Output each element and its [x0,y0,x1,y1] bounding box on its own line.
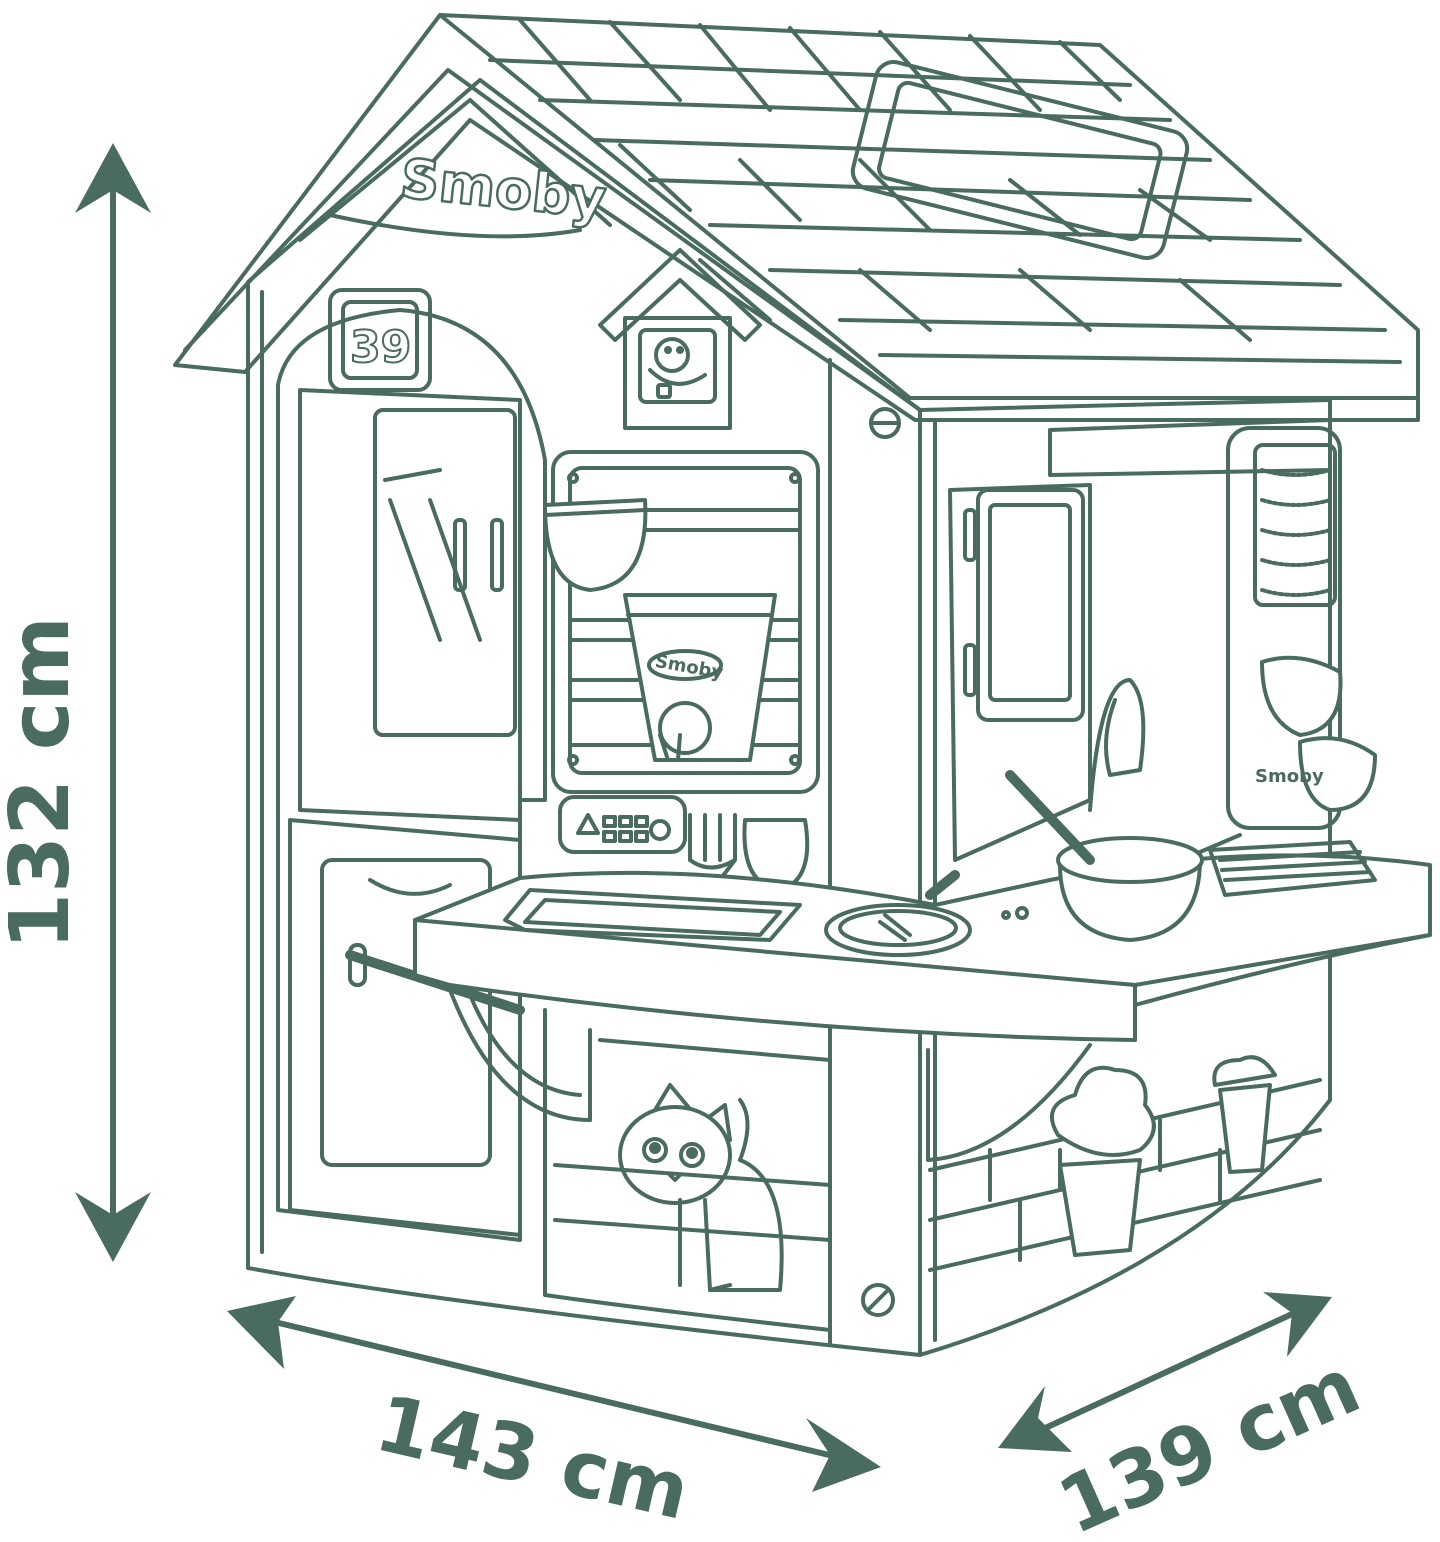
width-label: 143 cm [368,1379,698,1538]
roof-logo: Smoby [398,147,610,231]
house-number: 39 [350,322,411,373]
front-window: Smoby [543,450,820,794]
door [276,308,547,1242]
bird-figure [648,337,707,386]
pot-icon [1005,770,1242,942]
arrow-right-icon [1263,1292,1332,1357]
lower-side-panel [926,1043,1322,1272]
arrow-up-icon [75,143,151,213]
side-logo: Smoby [1255,766,1324,787]
kettle-icon: Smoby [623,593,777,762]
depth-label: 139 cm [1046,1341,1373,1538]
arrow-down-icon [75,1192,151,1262]
arrow-right-icon [806,1418,881,1492]
height-dimension: 132 cm [0,143,151,1262]
screw-icon [861,1283,895,1317]
arrow-left-icon [998,1386,1072,1452]
height-label: 132 cm [0,616,88,950]
house-walls [246,78,1332,1357]
flower-pot-icon [1049,1065,1156,1257]
cat-figure [618,1083,784,1292]
kitchen-counter [413,678,1432,1042]
control-panel [558,795,810,892]
arrow-left-icon [227,1296,296,1369]
width-dimension: 143 cm [227,1296,881,1538]
lower-front-panel [448,988,832,1332]
flower-pot-icon [1212,1055,1277,1174]
birdhouse [598,248,762,430]
house-number-plate: 39 [328,288,432,392]
depth-dimension: 139 cm [998,1292,1373,1542]
side-door: Smoby [948,418,1377,862]
roof: Smoby [173,13,1420,422]
